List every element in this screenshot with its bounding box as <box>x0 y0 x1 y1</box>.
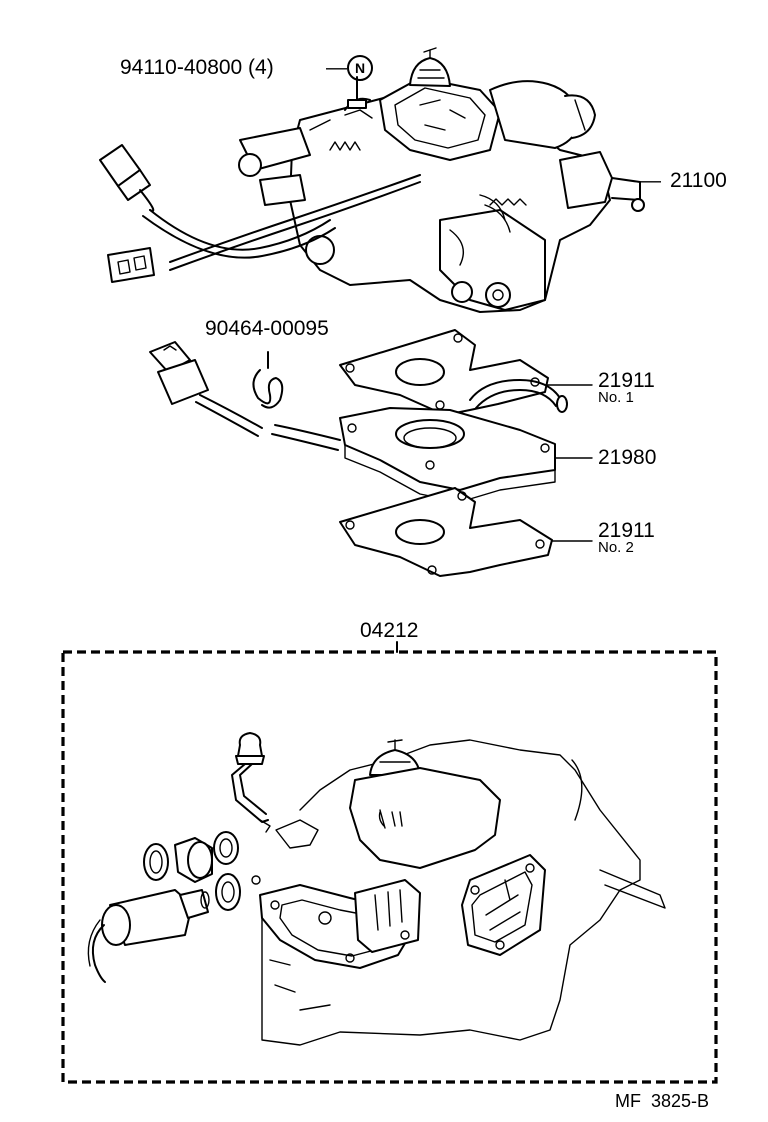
gasket-no1-part-number: 21911 <box>598 369 655 392</box>
carburetor-assembly <box>99 47 645 313</box>
footer-code: MF 3825-B <box>615 1091 710 1111</box>
bolt-part-number: 94110-40800 (4) <box>120 56 274 79</box>
overhaul-kit-part-number: 04212 <box>360 619 419 642</box>
gasket-no2 <box>339 487 593 577</box>
vacuum-switching-valve <box>149 341 263 437</box>
bolt-leader-dash: — <box>326 56 347 79</box>
n-badge: N <box>347 55 373 81</box>
gasket-no1-sub: No. 1 <box>598 389 634 406</box>
carburetor-part-number: 21100 <box>670 169 727 192</box>
carburetor-leader: — <box>640 169 661 192</box>
overhaul-kit-group <box>61 641 718 1084</box>
carb-insulator <box>271 379 593 503</box>
clip-part-number: 90464-00095 <box>205 317 329 340</box>
hose-clip <box>252 351 284 409</box>
gasket-no2-part-number: 21911 <box>598 519 655 542</box>
insulator-part-number: 21980 <box>598 446 657 469</box>
gasket-no2-sub: No. 2 <box>598 539 634 556</box>
